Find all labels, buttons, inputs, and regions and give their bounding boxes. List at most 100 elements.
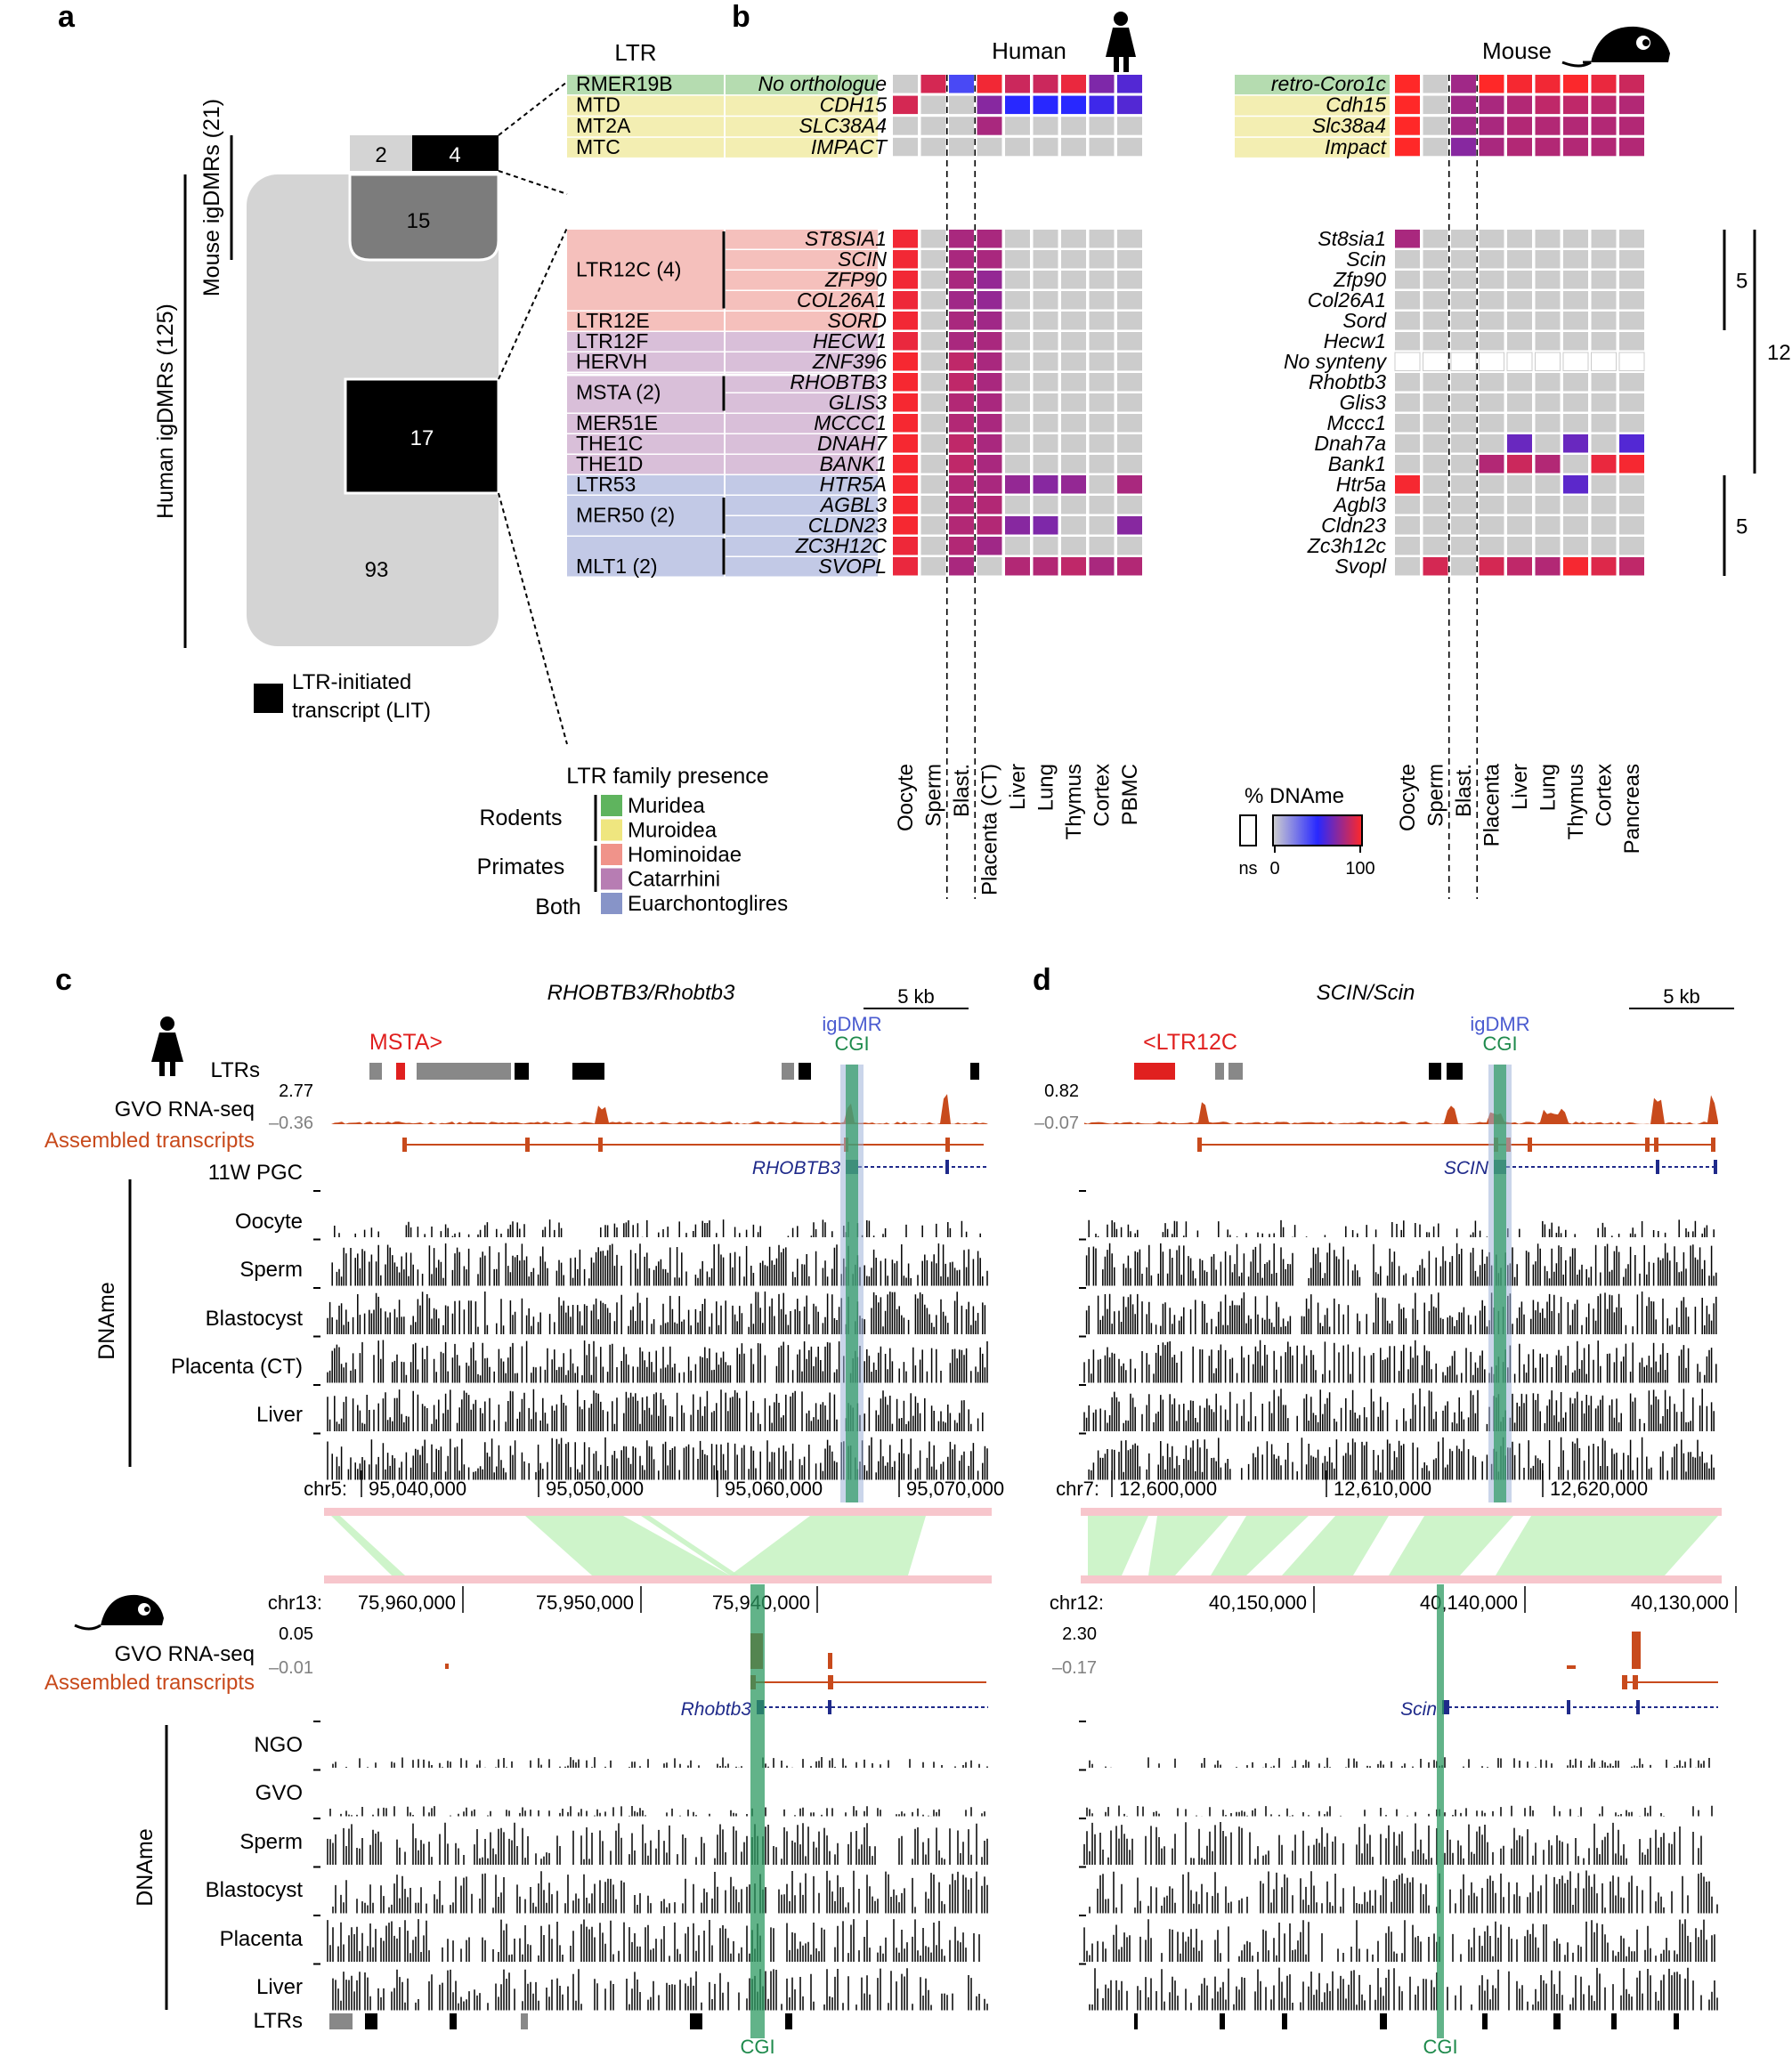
ltr-element — [1429, 1063, 1441, 1080]
lit-legend-line1: LTR-initiated — [292, 670, 411, 694]
heatmap-cell — [1033, 516, 1058, 535]
human-female-icon — [1106, 12, 1136, 72]
heatmap-cell — [949, 475, 974, 494]
tissue-label: Lung — [1034, 764, 1058, 811]
heatmap-cell — [1619, 475, 1644, 494]
gene-exon — [1714, 1160, 1717, 1174]
heatmap-cell — [1591, 455, 1617, 474]
heatmap-cell — [1563, 475, 1588, 494]
heatmap-cell — [1395, 291, 1420, 310]
gene-cell-bg — [726, 475, 878, 495]
ltr-cell — [567, 117, 724, 137]
heatmap-cell — [1451, 414, 1476, 433]
transcript-exon — [828, 1675, 833, 1689]
scale-bar-label: 5 kb — [897, 985, 935, 1008]
synteny-top — [1081, 1508, 1722, 1516]
dname-group-label: DNAme — [94, 1282, 119, 1360]
heatmap-cell — [1479, 557, 1504, 576]
heatmap-cell — [1591, 352, 1617, 371]
heatmap-cell — [977, 117, 1002, 135]
heatmap-cell — [1423, 496, 1448, 514]
heatmap-cell — [920, 230, 946, 248]
heatmap-cell — [1591, 537, 1617, 555]
coord-label: 75,950,000 — [536, 1591, 634, 1614]
dname-track — [1083, 1822, 1702, 1865]
lit-legend-swatch — [254, 684, 283, 713]
transcript-exon — [1197, 1138, 1202, 1152]
heatmap-cell — [1591, 95, 1617, 115]
heatmap-cell — [1451, 312, 1476, 330]
heatmap-cell — [1117, 95, 1142, 115]
ltr-label: MT2A — [576, 114, 631, 137]
heatmap-cell — [949, 117, 974, 135]
heatmap-cell — [1089, 75, 1115, 93]
rnaseq-track-label: GVO RNA-seq — [115, 1097, 255, 1122]
heatmap-cell — [1089, 117, 1115, 135]
heatmap-cell — [1033, 312, 1058, 330]
heatmap-cell — [1563, 75, 1588, 93]
ltr-cell — [567, 137, 724, 158]
mouse-icon — [74, 1594, 164, 1631]
gene-label: Zfp90 — [1333, 268, 1386, 291]
heatmap-cell — [1033, 537, 1058, 555]
gene-label: ST8SIA1 — [805, 227, 887, 250]
heatmap-cell — [1033, 75, 1058, 93]
human-heatmap — [893, 75, 1142, 576]
heatmap-cell — [1479, 537, 1504, 555]
heatmap-cell — [1089, 95, 1115, 115]
heatmap-cell — [1451, 230, 1476, 248]
scale-min-label: 0 — [1269, 859, 1279, 879]
gene-label: IMPACT — [811, 135, 888, 158]
heatmap-cell — [1535, 414, 1561, 433]
mouse-bracket-count: 5 — [1736, 515, 1747, 539]
heatmap-cell — [1507, 496, 1532, 514]
heatmap-cell — [1450, 352, 1477, 371]
heatmap-cell — [949, 393, 974, 412]
heatmap-cell — [1479, 414, 1504, 433]
heatmap-cell — [1117, 271, 1142, 289]
ltr-element — [1482, 2013, 1488, 2029]
ltr-element — [1228, 1063, 1243, 1080]
coord-label: 95,060,000 — [725, 1478, 823, 1500]
icon-part — [144, 1607, 150, 1612]
heatmap-cell — [1563, 414, 1588, 433]
synteny-link — [641, 1516, 739, 1575]
heatmap-cell — [1089, 455, 1115, 474]
heatmap-cell — [1061, 475, 1086, 494]
heatmap-cell — [1395, 434, 1420, 453]
heatmap-cell — [1563, 137, 1588, 157]
ltr-group-label: MER51E — [576, 411, 658, 434]
heatmap-cell — [1535, 75, 1561, 93]
heatmap-cell — [1563, 271, 1588, 289]
heatmap-cell — [1479, 291, 1504, 310]
heatmap-cell — [1619, 137, 1644, 157]
heatmap-cell — [1619, 557, 1644, 576]
synteny-link — [1282, 1516, 1389, 1575]
heatmap-cell — [1395, 271, 1420, 289]
gene-label: Slc38a4 — [1312, 114, 1386, 137]
heatmap-cell — [1061, 373, 1086, 392]
gene-label: No synteny — [1284, 350, 1388, 373]
heatmap-cell — [1033, 250, 1058, 269]
heatmap-cell — [1117, 291, 1142, 310]
scale-ns-box — [1239, 814, 1257, 846]
heatmap-cell — [893, 75, 918, 93]
synteny-link — [1389, 1516, 1513, 1575]
heatmap-cell — [920, 332, 946, 351]
heatmap-cell — [1089, 393, 1115, 412]
ltr-group-cell — [567, 312, 724, 331]
rnaseq-signal — [1084, 1095, 1718, 1124]
ltr-cell — [567, 95, 724, 116]
heatmap-cell — [1591, 516, 1617, 535]
gene-cell-bg — [726, 352, 878, 372]
rnaseq-max: 2.30 — [1062, 1624, 1097, 1644]
heatmap-cell — [1535, 95, 1561, 115]
ltr-group-label: LTR12E — [576, 309, 650, 332]
dname-track-label: NGO — [254, 1733, 303, 1757]
heatmap-cell — [1089, 352, 1115, 371]
heatmap-cell — [1394, 352, 1421, 371]
heatmap-cell — [920, 352, 946, 371]
